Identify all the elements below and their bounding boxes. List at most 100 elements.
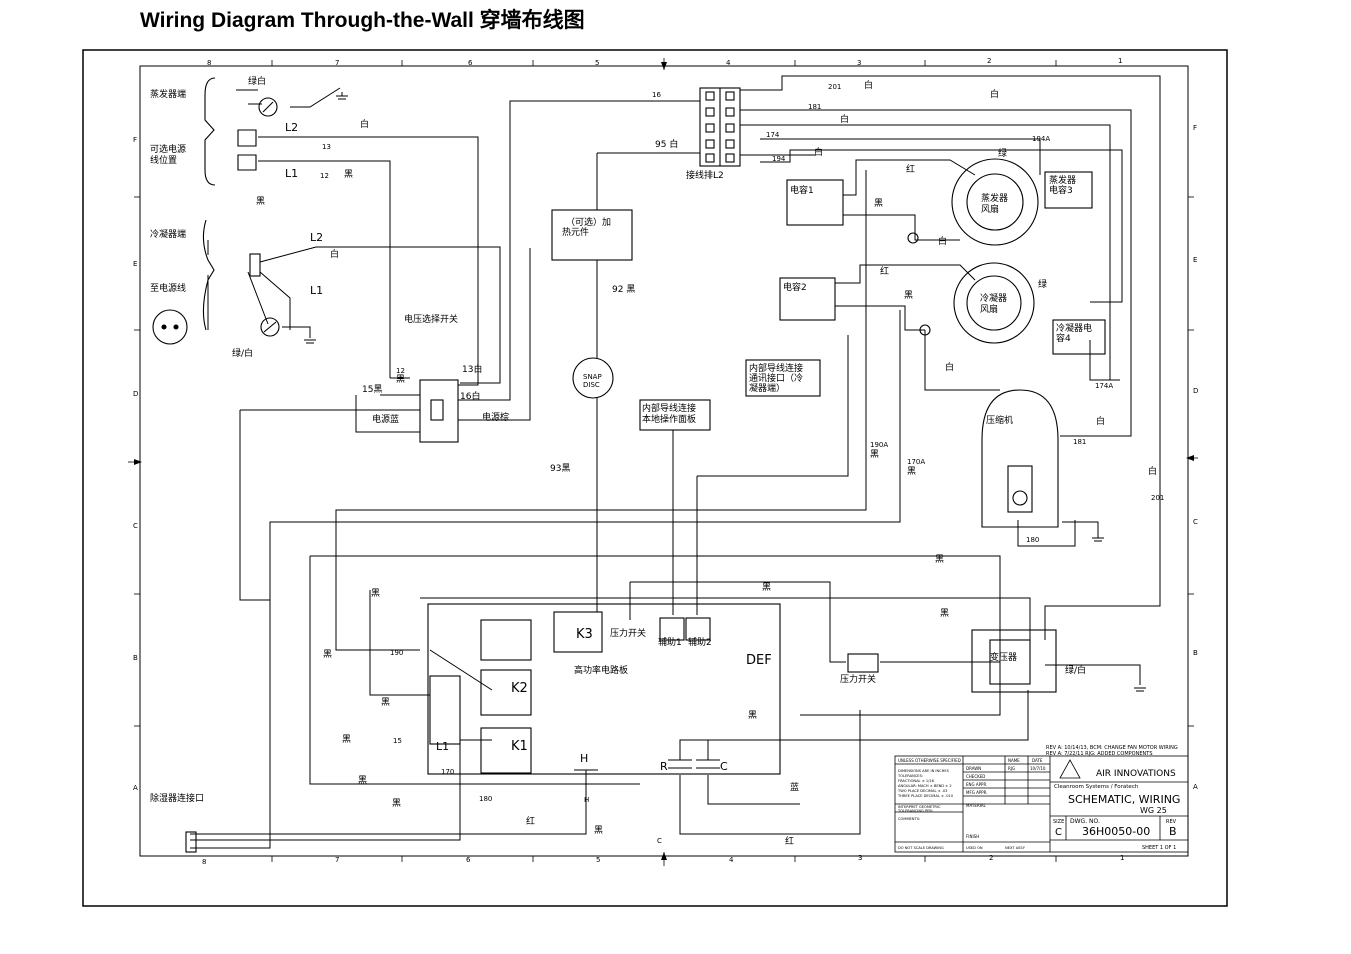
grid-top-4: 4 bbox=[726, 59, 731, 67]
wire-label-180: 180 bbox=[1026, 536, 1039, 544]
tb-dwg-label: DWG. NO. bbox=[1070, 818, 1100, 825]
capacitor-1 bbox=[786, 179, 844, 226]
wire-190a bbox=[335, 170, 867, 651]
wire-label-181b: 181 bbox=[1073, 438, 1086, 446]
label-cond-l2: L2 bbox=[310, 231, 323, 244]
label-k3: K3 bbox=[576, 627, 593, 642]
grid-right-D: D bbox=[1193, 387, 1198, 395]
capacitor-4 bbox=[1052, 319, 1106, 355]
label-k1: K1 bbox=[511, 739, 528, 754]
wire-label-black-12: 黑 bbox=[323, 649, 332, 660]
compressor bbox=[981, 389, 1059, 528]
grid-bottom-2: 2 bbox=[989, 854, 993, 862]
tb-tol-5: TWO PLACE DECIMAL ± .03 bbox=[897, 789, 947, 793]
label-r: R bbox=[660, 760, 668, 773]
wire-black-cond bbox=[835, 305, 925, 331]
label-local-panel-1: 内部导线连接 bbox=[642, 402, 696, 414]
capacitor-3 bbox=[1044, 171, 1093, 209]
label-local-panel-2: 本地操作面板 bbox=[642, 413, 696, 425]
tb-dwg-no: 36H0050-00 bbox=[1082, 825, 1150, 838]
wire-label-190a: 190A bbox=[870, 441, 888, 449]
tb-tol-header: UNLESS OTHERWISE SPECIFIED bbox=[898, 758, 961, 763]
label-c-bottom: C bbox=[657, 837, 662, 845]
evap-fan-outer bbox=[951, 158, 1039, 246]
wire-label-black-13: 黑 bbox=[381, 697, 390, 708]
wire-label-black-2: 黑 bbox=[256, 196, 265, 207]
label-comm-2: 通讯接口（冷 bbox=[749, 372, 803, 384]
tb-model: WG 25 bbox=[1140, 806, 1167, 815]
wire-black-trans bbox=[310, 555, 1001, 716]
wire-label-174a: 174A bbox=[1095, 382, 1113, 390]
page-title: Wiring Diagram Through-the-Wall 穿墙布线图 bbox=[140, 9, 585, 32]
relay-k1 bbox=[480, 727, 532, 774]
label-evap-l2: L2 bbox=[285, 121, 298, 134]
grid-left-B: B bbox=[133, 654, 138, 662]
tb-size: C bbox=[1055, 827, 1062, 838]
tb-tol-6: THREE PLACE DECIMAL ± .010 bbox=[897, 794, 954, 798]
tb-title: SCHEMATIC, WIRING bbox=[1068, 793, 1180, 806]
wire-label-black-15: 黑 bbox=[358, 775, 367, 786]
wire-201 bbox=[740, 75, 1161, 640]
label-evap-fan-1: 蒸发器 bbox=[981, 192, 1008, 204]
wire-black-bottom bbox=[309, 556, 640, 785]
wire-label-white-1: 白 bbox=[360, 118, 369, 130]
wire-label-black-8: 黑 bbox=[935, 554, 944, 565]
grid-right-C: C bbox=[1193, 518, 1198, 526]
grid-bottom-3: 3 bbox=[858, 854, 862, 862]
relay-k2 bbox=[480, 669, 532, 716]
grid-left-D: D bbox=[133, 390, 138, 398]
wire-label-13: 13 bbox=[322, 143, 331, 151]
wire-label-black-16: 黑 bbox=[392, 798, 401, 809]
label-power-brown: 电源棕 bbox=[482, 411, 509, 423]
tb-revision-2: REV A: 7/22/11 RJG: ADDED COMPONENTS bbox=[1046, 751, 1153, 757]
wire-cond-gnd2 bbox=[282, 326, 311, 338]
wire-label-170a: 170A bbox=[907, 458, 925, 466]
wires bbox=[190, 75, 1161, 849]
wire-black-board bbox=[369, 590, 430, 696]
tb-finish-label: FINISH bbox=[966, 834, 979, 839]
tb-sub-company: Cleanroom Systems / Foratech bbox=[1054, 784, 1139, 790]
label-pressure-switch-a: 压力开关 bbox=[610, 627, 646, 639]
label-h: H bbox=[580, 752, 588, 765]
cond-term bbox=[249, 253, 261, 277]
wire-red-cap bbox=[679, 710, 861, 835]
tb-sheet: SHEET 1 OF 1 bbox=[1142, 845, 1176, 851]
label-voltage-switch: 电压选择开关 bbox=[404, 313, 458, 325]
tb-drawn-label: DRAWN bbox=[966, 766, 981, 771]
wire-label-black-18: 黑 bbox=[748, 710, 757, 721]
label-aux-2: 辅助2 bbox=[688, 636, 712, 648]
grid-top-2: 2 bbox=[987, 57, 991, 65]
wire-cond-L1 bbox=[259, 271, 291, 330]
grid-bottom-5: 5 bbox=[596, 856, 600, 864]
label-evap-fan-2: 风扇 bbox=[981, 203, 999, 215]
tb-date-label: DATE bbox=[1032, 758, 1043, 763]
wire-label-black-4: 黑 bbox=[874, 198, 883, 209]
grid-top-6: 6 bbox=[468, 59, 473, 67]
evap-ground-wire bbox=[236, 87, 343, 108]
wire-blue bbox=[707, 775, 800, 805]
wire-label-180b: 180 bbox=[479, 795, 492, 803]
label-comm-3: 凝器端） bbox=[749, 382, 785, 394]
wire-label-194: 194 bbox=[772, 155, 786, 163]
power-cord-plug bbox=[152, 309, 188, 345]
wire-red-cond bbox=[835, 264, 976, 284]
snap-disc bbox=[572, 357, 614, 399]
wire-label-black-17: 黑 bbox=[594, 825, 603, 836]
grid-top-1: 1 bbox=[1118, 57, 1122, 65]
wire-cond-gnd bbox=[247, 271, 269, 325]
aux-1-terminal bbox=[659, 617, 685, 641]
wire-label-red-4: 红 bbox=[785, 835, 794, 847]
tb-tol-8: TOLERANCING PER: bbox=[897, 809, 933, 813]
wire-label-black-14: 黑 bbox=[342, 734, 351, 745]
wire-label-white-3: 白 bbox=[864, 79, 873, 91]
label-board-l1: L1 bbox=[436, 740, 449, 753]
label-evap-cap-2: 电容3 bbox=[1049, 184, 1073, 196]
tb-tol-7: INTERPRET GEOMETRIC bbox=[898, 805, 941, 809]
wire-white-evap bbox=[843, 214, 960, 241]
grid-top-5: 5 bbox=[595, 59, 599, 67]
title-block-text: REV A: 10/14/13, BCM: CHANGE FAN MOTOR W… bbox=[897, 745, 1180, 851]
tb-company: AIR INNOVATIONS bbox=[1096, 769, 1176, 779]
label-def: DEF bbox=[746, 653, 772, 668]
wire-comp-gnd bbox=[1062, 521, 1099, 538]
grid-top-3: 3 bbox=[857, 59, 861, 67]
